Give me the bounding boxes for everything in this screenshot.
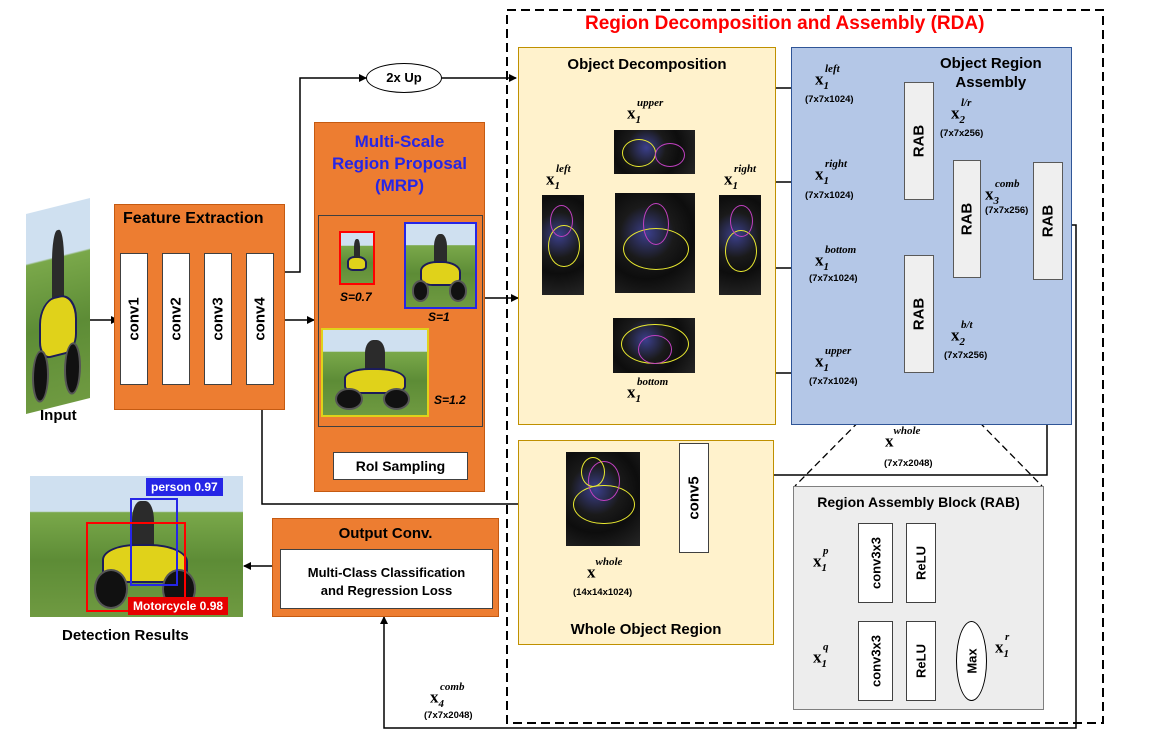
detection-results-label: Detection Results [62, 627, 189, 644]
conv3-box: conv3 [204, 253, 232, 385]
upsample-label: 2x Up [386, 70, 422, 85]
x1-upper-dim: (7x7x1024) [809, 376, 858, 387]
rab-box-lr: RAB [904, 82, 934, 200]
x1-bottom-decomp: x1bottom [627, 376, 669, 406]
rab-box-final: RAB [1033, 162, 1063, 280]
x2-lr-label: x2l/r [951, 97, 972, 127]
x1-q-label: x1q [813, 641, 829, 671]
whole-object-title: Whole Object Region [570, 621, 722, 638]
person-detection-label: person 0.97 [146, 478, 223, 496]
scale-07-label: S=0.7 [340, 290, 372, 304]
output-conv-title: Output Conv. [338, 525, 433, 542]
scale-1-label: S=1 [428, 310, 450, 324]
x3-comb-dim: (7x7x256) [985, 205, 1029, 216]
x-whole-in-label: xwhole [587, 556, 623, 582]
x-whole-out-dim: (7x7x2048) [884, 458, 933, 469]
x1-bottom-input: x1bottom [815, 244, 857, 274]
proposal-scale-07 [339, 231, 375, 285]
x1-r-label: x1r [995, 631, 1010, 661]
x4-comb-label: x4comb [430, 681, 465, 711]
x-whole-in-dim: (14x14x1024) [573, 587, 633, 598]
scale-12-label: S=1.2 [434, 393, 466, 407]
roi-sampling-label: RoI Sampling [355, 458, 446, 474]
x2-bt-label: x2b/t [951, 319, 973, 349]
rab-detail-title: Region Assembly Block (RAB) [817, 494, 1020, 510]
conv4-box: conv4 [246, 253, 274, 385]
x2-bt-dim: (7x7x256) [944, 350, 988, 361]
rab-box-bt: RAB [904, 255, 934, 373]
proposal-scale-1 [404, 222, 477, 309]
rab-relu-top: ReLU [906, 523, 936, 603]
input-image [26, 198, 90, 414]
rab-box-comb: RAB [953, 160, 981, 278]
feature-extraction-title: Feature Extraction [123, 210, 264, 227]
x1-left-input: x1left [815, 63, 840, 93]
conv1-box: conv1 [120, 253, 148, 385]
rda-title: Region Decomposition and Assembly (RDA) [585, 13, 985, 34]
object-decomposition-title: Object Decomposition [567, 56, 727, 73]
bottom-region-image [613, 318, 695, 373]
x1-upper-input: x1upper [815, 345, 852, 375]
input-label: Input [40, 407, 77, 424]
x1-right-input: x1right [815, 158, 848, 188]
x1-left-decomp: x1left [546, 163, 571, 193]
whole-object-image [566, 452, 640, 546]
x1-upper-decomp: x1upper [627, 97, 664, 127]
x1-right-decomp: x1right [724, 163, 757, 193]
conv2-box: conv2 [162, 253, 190, 385]
x-whole-out-label: xwhole [885, 425, 921, 451]
rab-conv-top: conv3x3 [858, 523, 893, 603]
rab-conv-bottom: conv3x3 [858, 621, 893, 701]
conv5-box: conv5 [679, 443, 709, 553]
proposal-scale-12 [321, 328, 429, 417]
x4-comb-dim: (7x7x2048) [424, 710, 473, 721]
x1-right-dim: (7x7x1024) [805, 190, 854, 201]
x1-bottom-dim: (7x7x1024) [809, 273, 858, 284]
upsample-ellipse: 2x Up [366, 63, 442, 93]
motorcycle-detection-label: Motorcycle 0.98 [128, 597, 229, 615]
upper-region-image [614, 130, 695, 174]
x3-comb-label: x3comb [985, 178, 1020, 208]
mrp-proposals-frame [318, 215, 483, 427]
x1-p-label: x1p [813, 545, 829, 575]
rab-relu-bottom: ReLU [906, 621, 936, 701]
x2-lr-dim: (7x7x256) [940, 128, 984, 139]
right-region-image [719, 195, 761, 295]
roi-sampling-box: RoI Sampling [333, 452, 468, 480]
whole-edge-image [615, 193, 695, 293]
whole-object-region-block: Whole Object Region [518, 440, 774, 645]
rab-max-ellipse: Max [956, 621, 987, 701]
person-bbox [130, 498, 178, 586]
x1-left-dim: (7x7x1024) [805, 94, 854, 105]
left-region-image [542, 195, 584, 295]
